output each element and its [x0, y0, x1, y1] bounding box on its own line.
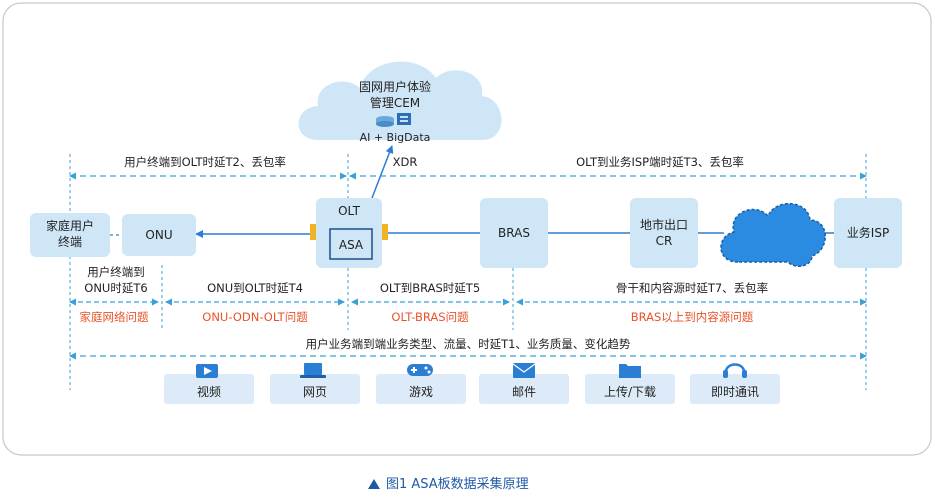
node-home-line1: 家庭用户 [46, 218, 94, 233]
gamepad-icon [407, 364, 433, 376]
figure-caption: 图1 ASA板数据采集原理 [386, 476, 529, 492]
node-bras [480, 198, 548, 268]
app-mail [479, 374, 569, 404]
headset-icon [723, 363, 747, 378]
problem-odn: ONU-ODN-OLT问题 [202, 310, 308, 324]
node-home-line2: 终端 [58, 234, 82, 249]
xdr-arrow [371, 145, 394, 199]
app-video-label: 视频 [197, 384, 221, 399]
node-cr-line2: CR [656, 234, 673, 248]
e2e-label: 用户业务端到端业务类型、流量、时延T1、业务质量、变化趋势 [306, 337, 631, 351]
dim-t3-label: OLT到业务ISP端时延T3、丢包率 [576, 155, 744, 169]
app-game-label: 游戏 [409, 385, 433, 399]
app-web [270, 374, 360, 404]
caption-triangle-icon [368, 479, 380, 489]
database-icon [376, 116, 394, 127]
app-game [376, 374, 466, 404]
node-onu-label: ONU [145, 228, 172, 242]
xdr-label: XDR [393, 155, 418, 169]
delay-t6-line1: 用户终端到 [87, 265, 145, 279]
cem-subtitle: AI + BigData [360, 131, 431, 144]
asa-port-right [382, 224, 388, 240]
cem-title-line1: 固网用户体验 [359, 79, 431, 94]
node-cr-line1: 地市出口 [640, 217, 688, 232]
cem-cloud [298, 61, 502, 140]
delay-t6-line2: ONU时延T6 [84, 281, 147, 295]
laptop-icon [300, 363, 326, 378]
node-olt-label: OLT [338, 204, 360, 218]
app-video [164, 374, 254, 404]
app-web-label: 网页 [303, 385, 327, 399]
node-onu [122, 214, 196, 256]
app-mail-label: 邮件 [512, 385, 536, 399]
mail-icon [512, 363, 536, 378]
node-cr [630, 198, 698, 268]
node-bras-label: BRAS [498, 226, 530, 240]
problem-bras-up: BRAS以上到内容源问题 [631, 310, 754, 324]
asa-port-left [310, 224, 316, 240]
delay-t7-label: 骨干和内容源时延T7、丢包率 [616, 281, 768, 295]
asa-board [329, 228, 373, 260]
cem-title-line2: 管理CEM [370, 95, 420, 110]
diagram-frame [2, 2, 932, 456]
app-im [690, 374, 780, 404]
dim-t2-label: 用户终端到OLT时延T2、丢包率 [124, 155, 286, 169]
node-isp-label: 业务ISP [847, 225, 889, 240]
app-upload-label: 上传/下载 [604, 384, 656, 399]
delay-t5-label: OLT到BRAS时延T5 [380, 281, 480, 295]
node-isp [834, 198, 902, 268]
video-icon [196, 364, 218, 378]
delay-t4-label: ONU到OLT时延T4 [207, 281, 303, 295]
app-im-label: 即时通讯 [711, 385, 759, 399]
backbone-cloud-icon [720, 202, 826, 267]
folder-icon [619, 364, 641, 378]
problem-home: 家庭网络问题 [80, 310, 149, 324]
app-upload [585, 374, 675, 404]
node-home-terminal [30, 213, 110, 257]
server-icon [397, 113, 411, 125]
problem-olt-bras: OLT-BRAS问题 [391, 310, 469, 324]
asa-label: ASA [339, 238, 364, 252]
